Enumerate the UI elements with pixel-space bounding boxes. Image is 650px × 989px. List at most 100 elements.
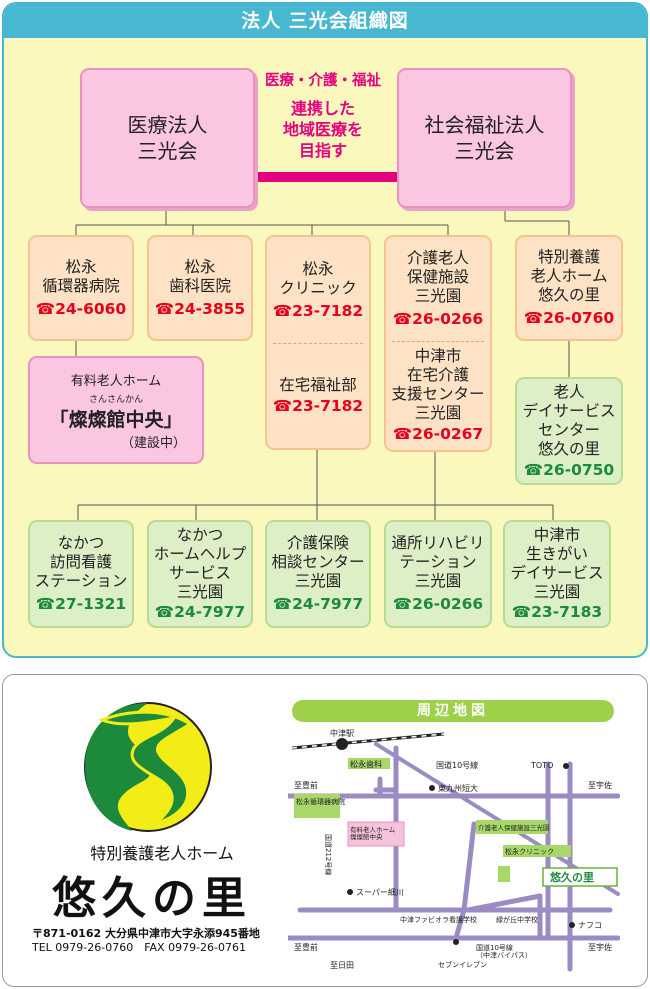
phone-icon: ☎ [272, 301, 293, 320]
box-line: 三光園 [294, 572, 342, 590]
mission-text: 医療・介護・福祉 連携した 地域医療を 目指す [249, 70, 397, 161]
yukyu-label-box [542, 867, 618, 887]
box-line: 保健施設 [406, 268, 469, 286]
facility-logo [84, 702, 212, 832]
home-welfare-section: 在宅福祉部 ☎23-7182 [273, 343, 363, 448]
map-label-station: 中津駅 [330, 728, 354, 738]
phone-number: ☎26-0760 [524, 309, 614, 328]
phone-icon: ☎ [392, 425, 413, 443]
map-label-seven: セブンイレブン [438, 960, 487, 969]
box-line: 生きがい [525, 545, 588, 563]
support-center-section: 中津市 在宅介護 支援センター 三光園 ☎26-0267 [391, 341, 484, 450]
box-line: 中津市 [414, 347, 462, 365]
box-line: 特別養護 [537, 248, 600, 266]
phone-value: 26-0266 [412, 310, 484, 328]
yukyu-location-marker [498, 866, 510, 882]
railway [291, 732, 445, 750]
day-service-center-box: 老人 デイサービス センター 悠久の里 ☎26-0750 [515, 377, 623, 485]
box-line: 松永 [65, 257, 97, 276]
nafco-marker-icon [569, 922, 575, 928]
yuryo-name: 「燦燦館中央」 [49, 408, 183, 431]
sanko-en-box: 介護老人 保健施設 三光園 ☎26-0266 中津市 在宅介護 支援センター 三… [384, 235, 492, 452]
phone-number: ☎26-0266 [393, 595, 483, 614]
facility-type: 特別養護老人ホーム [90, 844, 234, 863]
phone-icon: ☎ [272, 396, 293, 415]
box-line: 悠久の里 [537, 439, 600, 458]
phone-value: 27-1321 [55, 595, 127, 613]
map-label-toto: TOTO [530, 761, 553, 770]
welfare-corp-line2: 三光会 [454, 139, 515, 163]
clinic-marker [503, 845, 571, 857]
station-icon [336, 738, 348, 750]
map-label-fabiora: 中津ファビオラ看護学校 [400, 915, 477, 924]
map-label-nafco: ナフコ [578, 921, 602, 930]
college-marker-icon [429, 785, 435, 791]
box-line: 松永 [302, 259, 334, 278]
box-line: 三光園 [414, 572, 462, 590]
box-line: 三光園 [533, 583, 581, 601]
map-label-sanko-en: 介護老人保健施設三光園 [478, 823, 550, 832]
care-insurance-center-box: 介護保険 相談センター 三光園 ☎24-7977 [265, 520, 371, 628]
welfare-corp-line1: 社会福祉法人 [424, 113, 545, 137]
nakatsu-visiting-nursing-box: なかつ 訪問看護 ステーション ☎27-1321 [28, 520, 134, 628]
map-label-college: 東九州短大 [438, 783, 478, 793]
phone-number: ☎24-6060 [36, 300, 126, 319]
box-line: サービス [168, 564, 231, 582]
medical-corporation-box: 医療法人 三光会 [80, 68, 255, 208]
sansankan-box: 有料老人ホーム さんさんかん 「燦燦館中央」 （建設中） [28, 356, 204, 464]
map-label-to-buzen-top: 至豊前 [294, 780, 318, 790]
phone-icon: ☎ [523, 460, 544, 479]
box-line: 松永 [184, 257, 216, 276]
phone-number: ☎26-0266 [393, 310, 483, 329]
phone-number: ☎24-3855 [155, 300, 245, 319]
phone-value: 24-7977 [292, 595, 364, 613]
box-line: 在宅福祉部 [279, 375, 357, 394]
ikigai-day-service-box: 中津市 生きがい デイサービス 三光園 ☎23-7183 [503, 520, 611, 628]
box-line: ホームヘルプ [153, 545, 247, 563]
box-line: 三光園 [414, 404, 462, 422]
map-label-to-usa-top: 至宇佐 [588, 780, 612, 790]
map-label-route10-bottom: 国道10号線（中津バイパス） [476, 943, 532, 960]
matsunaga-dental-marker [348, 758, 390, 769]
map-title: 周辺地図 [292, 700, 614, 722]
clinic-section: 松永 クリニック ☎23-7182 [273, 237, 363, 343]
sansankan-marker [347, 821, 405, 847]
box-line: ステーション [34, 572, 128, 590]
cardio-hospital-marker [294, 794, 340, 818]
mission-line3: 地域医療を [282, 120, 363, 139]
map-label-supermarket: スーパー細川 [356, 887, 404, 897]
box-line: テーション [399, 553, 477, 571]
mission-line2: 連携した [290, 99, 355, 118]
phone-number: ☎27-1321 [36, 595, 126, 614]
box-line: 訪問看護 [49, 553, 112, 571]
phone-value: 26-0267 [412, 425, 484, 443]
welfare-corporation-box: 社会福祉法人 三光会 [397, 68, 572, 208]
medical-corp-line2: 三光会 [137, 139, 198, 163]
phone-icon: ☎ [35, 595, 56, 613]
phone-number: ☎24-7977 [155, 603, 245, 622]
matsunaga-clinic-box: 松永 クリニック ☎23-7182 在宅福祉部 ☎23-7182 [265, 235, 371, 450]
yuryo-label: 有料老人ホーム [70, 373, 162, 389]
box-line: 歯科医院 [168, 276, 231, 295]
phone-icon: ☎ [35, 299, 56, 318]
box-line: 悠久の里 [537, 286, 600, 304]
sanko-en-marker [476, 820, 548, 834]
box-line: 介護老人 [406, 249, 469, 267]
map-label-to-usa-bottom: 至宇佐 [588, 942, 612, 952]
phone-number: ☎23-7182 [273, 397, 363, 416]
sanko-en-section: 介護老人 保健施設 三光園 ☎26-0266 [393, 237, 483, 341]
org-chart-title: 法人 三光会組織図 [4, 4, 646, 38]
yuryo-note: （建設中） [120, 435, 186, 451]
map-label-sansankan: 有料老人ホーム燦燦館中央 [350, 825, 396, 841]
facility-address: 〒871-0162 大分県中津市大字永添945番地 TEL 0979-26-07… [32, 927, 260, 955]
box-line: 通所リハビリ [391, 534, 485, 552]
address-line: 〒871-0162 大分県中津市大字永添945番地 [32, 927, 260, 940]
phone-icon: ☎ [511, 603, 532, 621]
phone-icon: ☎ [523, 309, 544, 327]
contact-line: TEL 0979-26-0760 FAX 0979-26-0761 [32, 941, 247, 954]
section-divider [273, 343, 363, 344]
box-line: クリニック [279, 278, 357, 297]
box-line: センター [537, 420, 600, 439]
phone-value: 23-7182 [292, 301, 364, 320]
phone-value: 23-7182 [292, 396, 364, 415]
